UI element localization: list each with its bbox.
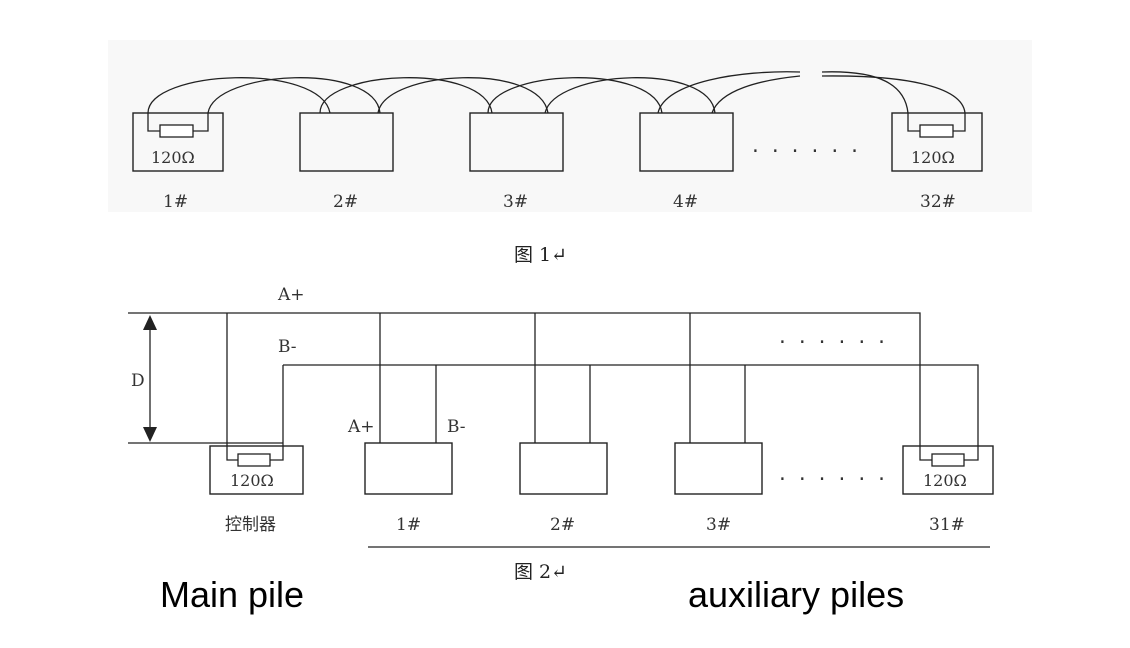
stub-b-label: B- — [447, 417, 466, 437]
chain-wire — [147, 77, 331, 114]
resistor-symbol — [159, 124, 194, 138]
controller-resistor-value: 120Ω — [230, 471, 274, 490]
node-box-1 — [132, 112, 224, 172]
resistor-lead — [147, 113, 209, 132]
main-pile-label: Main pile — [160, 574, 305, 615]
bus-node-label: 2# — [550, 515, 575, 535]
resistor-symbol — [237, 453, 271, 467]
node-box-32 — [891, 112, 983, 172]
node-label: 4# — [673, 192, 698, 212]
bus-node-label: 1# — [396, 515, 421, 535]
bus-node-box-31 — [902, 445, 994, 495]
ellipsis: ...... — [777, 327, 896, 348]
bus-node-label: 3# — [706, 515, 731, 535]
ellipsis: ...... — [777, 464, 896, 485]
distance-label: D — [131, 371, 145, 391]
ellipsis: ...... — [750, 136, 869, 157]
node-label: 1# — [163, 192, 188, 212]
chain-wire — [377, 77, 549, 114]
chain-wire — [487, 77, 663, 114]
auxiliary-piles-label: auxiliary piles — [688, 574, 905, 615]
line-b-label: B- — [278, 337, 297, 357]
chain-wire — [821, 71, 909, 114]
chain-wire — [821, 75, 966, 114]
bus-node-box-2 — [519, 442, 608, 495]
last-resistor-value: 120Ω — [923, 471, 967, 490]
figure2: A+ B- D 120Ω 控制器 — [128, 285, 994, 583]
resistor-lead — [907, 113, 966, 132]
node-label: 2# — [333, 192, 358, 212]
resistor-symbol — [931, 453, 965, 467]
controller-box — [209, 445, 304, 495]
node-box-4 — [639, 112, 734, 172]
resistor-lead — [919, 446, 979, 461]
node-label: 32# — [920, 192, 956, 212]
figure1-caption: 图 1↵ — [514, 244, 567, 266]
figure1: 120Ω ...... 120Ω 1# 2# 3# 4# 32# 图 1↵ — [132, 71, 983, 266]
chain-wire — [319, 77, 493, 114]
controller-b-wire — [270, 365, 284, 461]
bus-node-box-1 — [364, 442, 453, 495]
chain-wire — [207, 77, 381, 114]
resistor-symbol — [919, 124, 954, 138]
bus-a-line — [128, 312, 921, 446]
controller-a-wire — [226, 313, 238, 461]
figure1-background — [108, 40, 1032, 212]
bus-node-label: 31# — [929, 515, 965, 535]
chain-wire — [657, 71, 801, 114]
resistor-value-first: 120Ω — [151, 148, 195, 167]
controller-label: 控制器 — [225, 515, 276, 535]
node-label: 3# — [503, 192, 528, 212]
chain-wire — [544, 77, 716, 114]
node-box-2 — [299, 112, 394, 172]
resistor-value-last: 120Ω — [911, 148, 955, 167]
distance-arrow — [143, 315, 157, 442]
stub-a-label: A+ — [347, 417, 375, 437]
node-box-3 — [469, 112, 564, 172]
line-a-label: A+ — [277, 285, 305, 305]
figure2-caption: 图 2↵ — [514, 561, 567, 583]
chain-wire — [711, 75, 801, 114]
bus-node-box-3 — [674, 442, 763, 495]
bus-b-line — [283, 364, 979, 446]
